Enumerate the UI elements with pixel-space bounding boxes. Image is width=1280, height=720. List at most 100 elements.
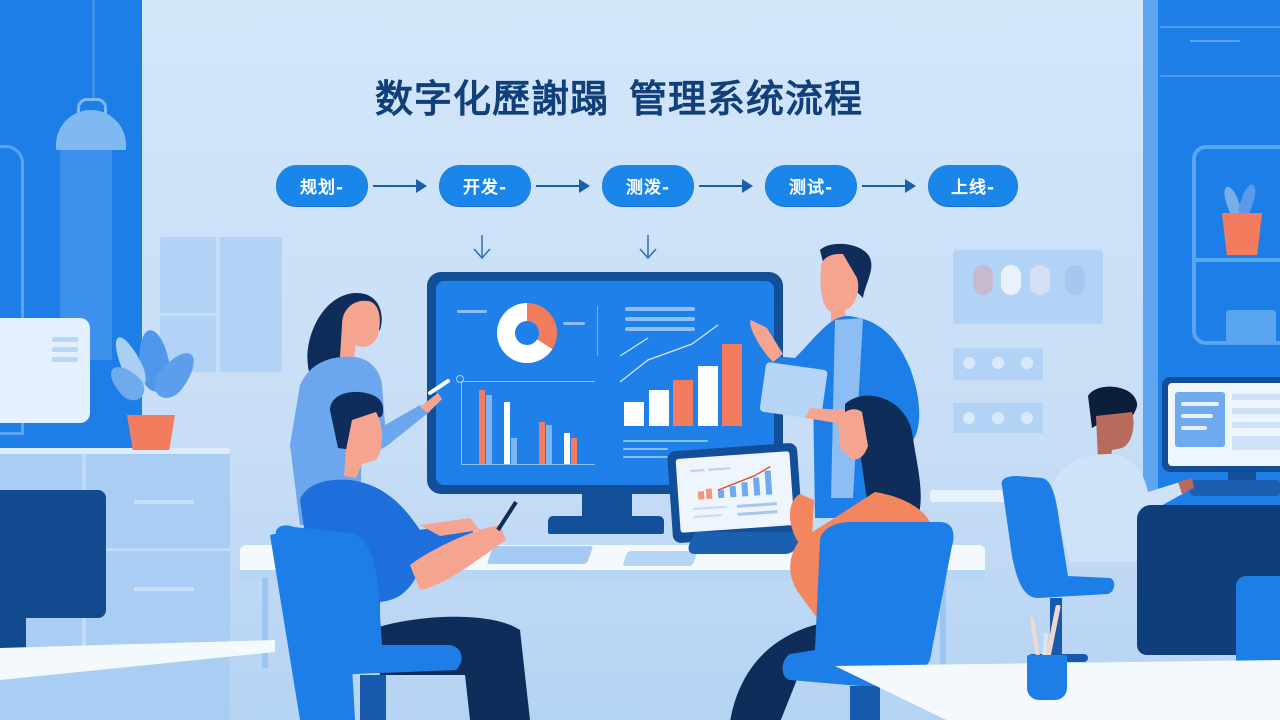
rack-dot (1021, 412, 1033, 424)
flow-step-label: 规划- (299, 178, 345, 198)
indicator-light (1030, 265, 1050, 295)
shelf-object (1226, 310, 1276, 345)
indicator-white (1001, 265, 1021, 295)
wall-display-panel (953, 250, 1103, 324)
screen-text-line (563, 322, 585, 325)
wall-server-rack (953, 348, 1043, 380)
rack-dot (1021, 357, 1033, 369)
panel-line (1160, 75, 1280, 77)
flow-step-label: 开发- (462, 178, 508, 198)
bar (649, 390, 669, 426)
down-arrow-icon (639, 235, 657, 260)
bar-chart-right (624, 340, 744, 426)
seated-worker-figure (1050, 386, 1194, 562)
title-part-2: 管理系统流程 (629, 77, 864, 121)
right-arrow-icon (699, 179, 753, 193)
title-part-1: 数字化歷謝蹋 (375, 77, 610, 121)
plant-pot-icon (127, 415, 175, 450)
bar (479, 390, 485, 464)
screen-row (1232, 408, 1280, 414)
monitor-base (548, 516, 664, 534)
printer-icon (0, 318, 90, 423)
pencil-icon (1030, 605, 1061, 660)
printer-vent (52, 337, 78, 342)
chart-origin-marker (456, 375, 464, 383)
printer-vent (52, 357, 78, 362)
screen-text-line (623, 456, 668, 458)
trend-line (620, 324, 719, 383)
bar (486, 395, 492, 464)
right-panel-edge (1143, 0, 1158, 520)
printer-vent (52, 347, 78, 352)
cabinet-handle (134, 500, 194, 504)
rack-dot (992, 412, 1004, 424)
bar (698, 366, 718, 426)
paper-pad (622, 551, 698, 566)
bar (564, 433, 570, 464)
bar-chart-left (461, 381, 595, 465)
desk-leg (262, 578, 268, 668)
right-arrow-icon (536, 179, 590, 193)
screen-text-line (457, 310, 487, 313)
bar (722, 344, 742, 426)
lamp-cord (92, 0, 95, 100)
office-chair (275, 525, 462, 720)
panel-line (1160, 26, 1280, 28)
flow-step-label: 上线- (950, 178, 996, 198)
door-frame (0, 145, 24, 435)
flow-step-label: 测泼- (625, 178, 671, 198)
screen-row (1232, 436, 1280, 450)
desk-leg (940, 578, 946, 668)
flow-step-testing[interactable]: 测试- (765, 165, 857, 206)
keyboard-icon (1190, 480, 1280, 496)
rack-dot (963, 357, 975, 369)
flow-step-planning[interactable]: 规划- (276, 165, 368, 206)
indicator-red (973, 265, 993, 295)
wall-window (160, 237, 282, 372)
donut-chart (497, 303, 557, 363)
page-title: 数字化歷謝蹋管理系统流程 (375, 68, 905, 121)
indicator-blue (1065, 265, 1085, 295)
laptop-screen (675, 451, 795, 533)
screen-text-line (1181, 402, 1219, 406)
screen-text-line (625, 327, 695, 331)
screen-text-line (625, 317, 695, 321)
right-arrow-icon (373, 179, 427, 193)
office-chair (782, 522, 954, 720)
flow-step-development[interactable]: 开发- (439, 165, 531, 206)
right-arrow-icon (862, 179, 916, 193)
bar (546, 425, 552, 464)
screen-text-line (623, 448, 668, 450)
screen-text-line (1181, 426, 1207, 430)
wall-server-rack (953, 403, 1043, 433)
panel-line (1190, 40, 1240, 42)
screen-divider (597, 306, 598, 356)
shelf-divider (1196, 258, 1280, 262)
potted-plant-icon (104, 325, 215, 420)
screen-text-line (625, 307, 695, 311)
screen-text-line (1181, 414, 1213, 418)
bar (504, 402, 510, 464)
flow-step-launch[interactable]: 上线- (928, 165, 1018, 206)
bar (673, 380, 693, 426)
monitor-stand (1228, 467, 1256, 483)
rack-dot (992, 357, 1004, 369)
cabinet-handle (134, 587, 194, 591)
flow-step-label: 测试- (788, 178, 834, 198)
screen-text-line (623, 440, 708, 442)
bar (539, 422, 545, 464)
plant-pot-icon (1222, 213, 1262, 255)
cabinet-top (0, 448, 230, 454)
bar (571, 438, 577, 464)
screen-row (1232, 394, 1280, 400)
laptop-chart (690, 465, 778, 518)
desk-edge (240, 570, 985, 580)
screen-row (1232, 422, 1280, 428)
bar (624, 402, 644, 426)
screen-panel (1175, 392, 1225, 447)
bar (511, 438, 517, 464)
flow-step-stage-3[interactable]: 测泼- (602, 165, 694, 206)
monitor-neck (582, 494, 632, 520)
down-arrow-icon (473, 235, 491, 260)
pen-cup-icon (1027, 655, 1067, 700)
